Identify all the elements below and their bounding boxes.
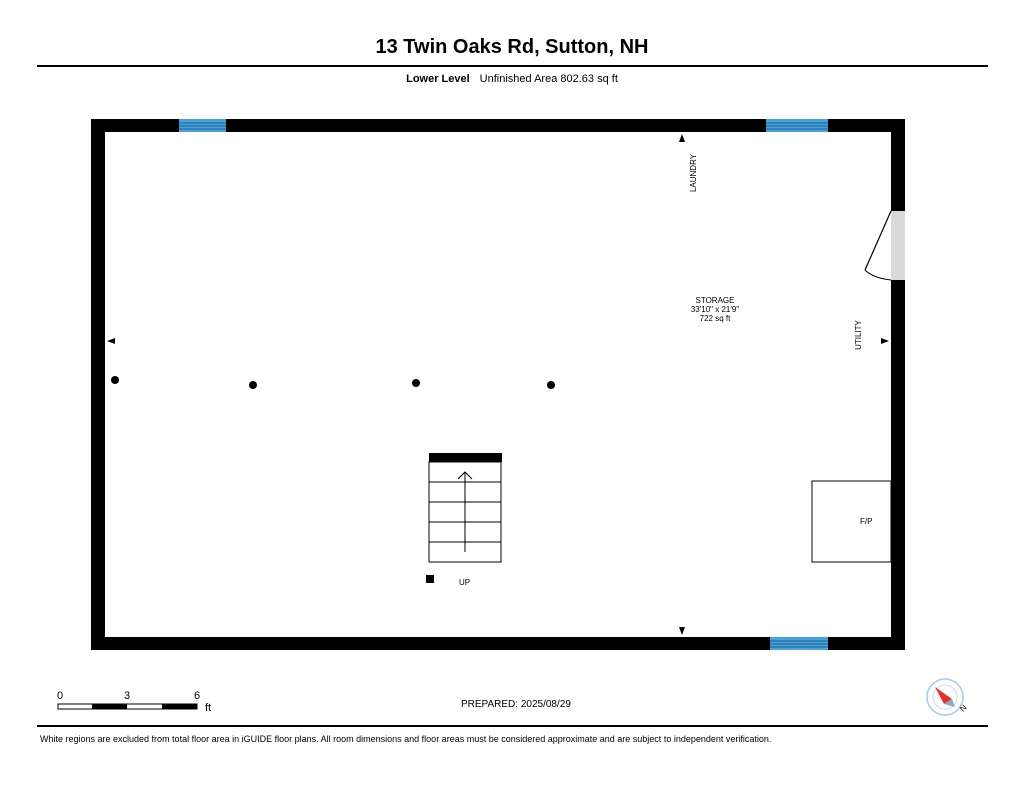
utility-label: UTILITY <box>854 319 863 349</box>
compass-icon <box>926 678 964 716</box>
scale-tick-3: 3 <box>124 690 130 702</box>
door-east <box>864 210 905 281</box>
footer-rule <box>37 725 988 727</box>
header-rule <box>37 65 988 67</box>
scale-tick-0: 0 <box>57 690 63 702</box>
wall-north <box>91 119 905 132</box>
level-area: Unfinished Area 802.63 sq ft <box>479 73 618 85</box>
stairs-label: UP <box>459 578 470 587</box>
window-south <box>770 637 828 650</box>
prepared-date: PREPARED: 2025/08/29 <box>461 699 571 710</box>
arrow-up-icon <box>679 134 685 142</box>
scale-unit: ft <box>205 702 211 714</box>
room-name: STORAGE <box>696 296 735 305</box>
post-marker <box>111 376 119 384</box>
level-subtitle: Lower Level Unfinished Area 802.63 sq ft <box>0 73 1024 85</box>
fireplace-label: F/P <box>860 517 872 526</box>
post-marker <box>412 379 420 387</box>
wall-east <box>891 119 905 650</box>
stairs-marker <box>426 575 434 583</box>
fireplace-box <box>811 480 892 563</box>
window-north-left <box>179 119 226 132</box>
page-title: 13 Twin Oaks Rd, Sutton, NH <box>375 36 649 58</box>
arrow-down-icon <box>679 627 685 635</box>
arrow-left-icon <box>107 338 115 344</box>
laundry-label: LAUNDRY <box>689 153 698 192</box>
post-marker <box>249 381 257 389</box>
level-name: Lower Level <box>406 73 470 85</box>
scale-bar <box>57 703 198 710</box>
window-north-right <box>766 119 828 132</box>
compass-north-label: N <box>958 703 969 714</box>
room-area: 722 sq ft <box>700 314 731 323</box>
arrow-right-icon <box>881 338 889 344</box>
staircase <box>428 453 502 563</box>
scale-tick-6: 6 <box>194 690 200 702</box>
post-marker <box>547 381 555 389</box>
wall-west <box>91 119 105 650</box>
disclaimer-text: White regions are excluded from total fl… <box>40 734 772 744</box>
room-dimensions: 33'10" x 21'9" <box>691 305 739 314</box>
wall-south <box>91 637 905 650</box>
